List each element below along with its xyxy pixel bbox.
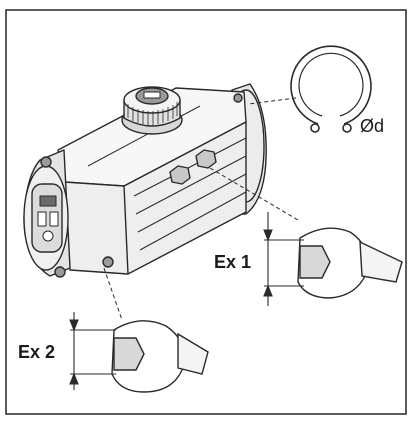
wrench-leader [103,267,123,321]
side-nut [169,165,191,185]
wrench-handle [359,240,403,283]
wrench-icon [103,267,209,393]
dim-arrowhead [69,372,79,385]
end-cap-bolt [233,93,243,103]
indicator-slot [143,91,161,99]
actuator-icon [23,83,267,278]
end-cap-bolt [102,256,114,268]
actuator-rib [139,191,247,251]
dimension-ex2 [69,312,116,390]
circlip-eye-left [310,123,320,133]
actuator-rib [137,173,247,233]
actuator-rib [133,137,247,197]
side-nut [195,149,217,169]
end-cap-port [37,211,47,227]
end-cap-port [49,211,59,227]
bolt-dimension-label-2: Ex 2 [18,342,55,362]
ring-diameter-label: Ød [360,116,384,136]
circlip-ring-icon [247,45,372,133]
indicator-knurl [127,102,178,125]
circlip-leader [247,97,297,105]
dim-arrowhead [263,284,273,297]
dim-arrowhead [69,319,79,332]
end-cap-bolt [40,156,52,168]
actuator-rib [135,155,247,215]
circlip-eye-right [342,123,352,133]
wrench-icon [209,167,403,299]
end-cap-port [42,230,54,242]
end-cap-label [39,195,57,207]
dim-arrowhead [263,229,273,242]
wrench-hex-socket [113,337,145,371]
wrench-hex-socket [299,245,331,279]
actuator-rib [123,185,129,275]
dimension-ex1 [263,212,304,306]
end-cap-bolt [54,266,66,278]
circlip-inner [298,52,364,117]
wrench-handle [177,332,209,375]
bolt-dimension-label-1: Ex 1 [214,252,251,272]
circlip-outer [290,45,372,125]
wrench-leader [209,167,299,221]
